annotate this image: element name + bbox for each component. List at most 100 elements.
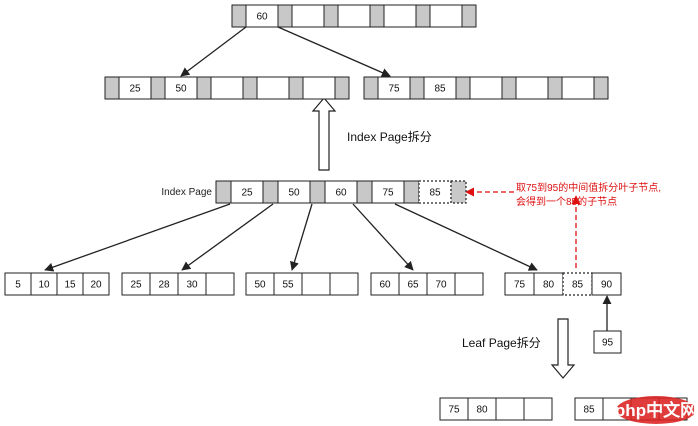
leaf-value: 80 xyxy=(476,405,488,416)
index-page-label: Index Page xyxy=(161,187,212,198)
pointer-cell xyxy=(369,4,385,28)
key-cell xyxy=(418,180,452,204)
pointer-cell xyxy=(356,180,373,204)
index-split-up-arrow xyxy=(311,97,337,171)
arrow-index-to-leaf-1 xyxy=(44,203,231,272)
leaf-cell xyxy=(593,330,622,354)
pointer-cell xyxy=(334,76,350,100)
leaf-split-down-arrow xyxy=(550,318,576,379)
leaf-value: 80 xyxy=(543,280,555,291)
pointer-cell xyxy=(323,4,339,28)
key-cell xyxy=(302,76,336,100)
pointer-cell xyxy=(104,76,120,100)
leaf-value: 85 xyxy=(572,280,584,291)
node-new-leaf: 95 xyxy=(593,330,622,354)
key-cell xyxy=(383,4,417,28)
node-leaf-4: 60 65 70 xyxy=(370,272,484,296)
leaf-cell xyxy=(301,272,331,296)
arrow-index-to-leaf-5 xyxy=(394,203,538,271)
leaf-value: 50 xyxy=(254,280,266,291)
pointer-cell xyxy=(455,76,471,100)
node-leaf-3: 50 55 xyxy=(245,272,359,296)
leaf-value: 90 xyxy=(601,280,613,291)
pointer-cell xyxy=(450,180,467,204)
pointer-cell xyxy=(547,76,563,100)
key-value: 50 xyxy=(175,84,187,95)
pointer-cell xyxy=(363,76,379,100)
key-value: 75 xyxy=(388,84,400,95)
node-index-left: 25 50 xyxy=(104,76,350,100)
pointer-cell xyxy=(415,4,431,28)
key-cell xyxy=(561,76,595,100)
node-split-leaf-left: 75 80 xyxy=(439,397,553,421)
leaf-value: 75 xyxy=(448,405,460,416)
key-value: 85 xyxy=(434,84,446,95)
red-dashed-arrows xyxy=(465,187,581,268)
pointer-cell xyxy=(501,76,517,100)
pointer-cell xyxy=(593,76,609,100)
leaf-value: 5 xyxy=(15,280,21,291)
key-cell xyxy=(469,76,503,100)
key-cell xyxy=(429,4,463,28)
key-cell xyxy=(210,76,244,100)
split-note-line-2: 会得到一个85的子节点 xyxy=(516,195,617,208)
leaf-value: 15 xyxy=(64,280,76,291)
node-leaf-1: 5 10 15 20 xyxy=(4,272,110,296)
key-value: 85 xyxy=(429,188,441,199)
leaf-cell xyxy=(329,272,359,296)
arrow-index-to-leaf-2 xyxy=(181,203,274,271)
leaf-value: 20 xyxy=(90,280,102,291)
leaf-cell xyxy=(523,397,553,421)
pointer-cell xyxy=(150,76,166,100)
key-value: 25 xyxy=(241,188,253,199)
key-cell xyxy=(256,76,290,100)
leaf-split-label: Leaf Page拆分 xyxy=(462,335,541,350)
node-index-page: 25 50 60 75 85 xyxy=(215,180,467,204)
key-value: 60 xyxy=(256,12,268,23)
leaf-value: 95 xyxy=(602,338,614,349)
svg-text:php中文网: php中文网 xyxy=(615,400,697,420)
leaf-value: 25 xyxy=(130,280,142,291)
pointer-cell xyxy=(262,180,279,204)
index-split-label: Index Page拆分 xyxy=(347,129,432,144)
split-note-line-1: 取75到95的中间值拆分叶子节点, xyxy=(516,181,661,194)
leaf-value: 30 xyxy=(186,280,198,291)
pointer-cell xyxy=(196,76,212,100)
leaf-cell xyxy=(82,272,110,296)
key-value: 50 xyxy=(288,188,300,199)
node-leaf-5: 75 80 85 90 xyxy=(504,272,622,296)
pointer-cell xyxy=(403,180,420,204)
leaf-value: 75 xyxy=(514,280,526,291)
key-cell xyxy=(337,4,371,28)
key-value: 75 xyxy=(382,188,394,199)
pointer-cell xyxy=(461,4,477,28)
leaf-value: 60 xyxy=(379,280,391,291)
leaf-value: 70 xyxy=(435,280,447,291)
pointer-cell xyxy=(277,4,293,28)
leaf-value: 65 xyxy=(407,280,419,291)
node-leaf-2: 25 28 30 xyxy=(121,272,235,296)
leaf-value: 10 xyxy=(38,280,50,291)
key-cell xyxy=(515,76,549,100)
leaf-cell xyxy=(454,272,484,296)
pointer-cell xyxy=(309,180,326,204)
php-watermark-logo: php中文网 xyxy=(615,396,697,424)
leaf-value: 55 xyxy=(282,280,294,291)
node-index-right: 75 85 xyxy=(363,76,609,100)
tree-arrows xyxy=(44,26,612,331)
pointer-cell xyxy=(288,76,304,100)
arrow-index-to-leaf-4 xyxy=(352,203,414,271)
leaf-value: 85 xyxy=(583,405,595,416)
leaf-value: 28 xyxy=(158,280,170,291)
leaf-cell xyxy=(205,272,235,296)
key-value: 25 xyxy=(129,84,141,95)
leaf-cell xyxy=(495,397,525,421)
key-value: 60 xyxy=(335,188,347,199)
pointer-cell xyxy=(215,180,232,204)
key-cell xyxy=(291,4,325,28)
arrow-root-to-index-right xyxy=(277,26,391,77)
pointer-cell xyxy=(409,76,425,100)
pointer-cell xyxy=(242,76,258,100)
